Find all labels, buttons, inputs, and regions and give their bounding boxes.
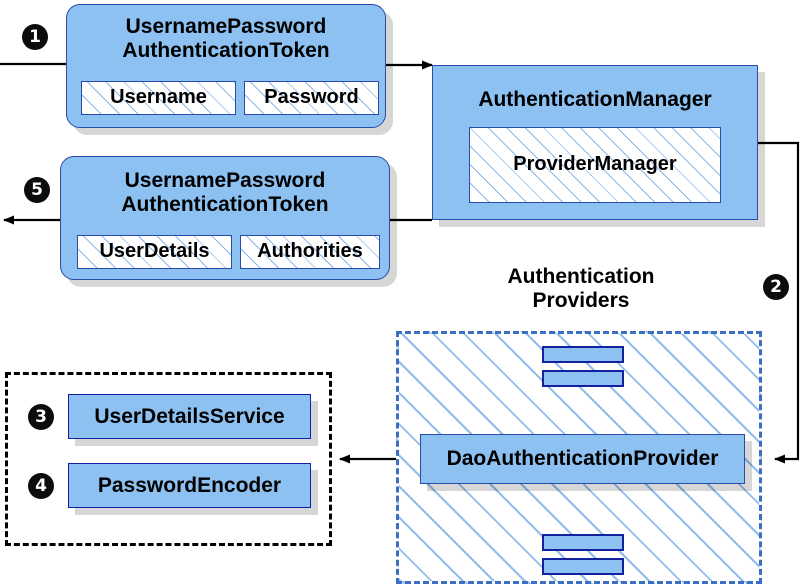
- chip-password: Password: [244, 81, 379, 115]
- collapsed-provider-top-2[interactable]: [542, 370, 624, 387]
- collapsed-provider-bottom-1[interactable]: [542, 534, 624, 551]
- request-token-title-line2: AuthenticationToken: [122, 39, 330, 62]
- collapsed-provider-top-1[interactable]: [542, 346, 624, 363]
- chip-authorities: Authorities: [240, 235, 380, 269]
- support-services-container: [5, 372, 332, 546]
- step-badge-2: 2: [763, 274, 789, 300]
- step-badge-3: 3: [28, 404, 54, 430]
- dao-authentication-provider-title: DaoAuthenticationProvider: [446, 447, 719, 470]
- collapsed-provider-bottom-2[interactable]: [542, 558, 624, 575]
- node-response-authentication-token[interactable]: UsernamePassword AuthenticationToken Use…: [60, 156, 390, 280]
- authentication-providers-caption-line1: Authentication: [507, 265, 655, 288]
- node-authentication-manager[interactable]: AuthenticationManager ProviderManager: [432, 65, 758, 220]
- authentication-providers-caption-line2: Providers: [532, 289, 630, 313]
- authentication-providers-caption: Authentication Providers: [450, 265, 712, 313]
- node-dao-authentication-provider[interactable]: DaoAuthenticationProvider: [420, 434, 745, 484]
- chip-username: Username: [81, 81, 236, 115]
- node-provider-manager[interactable]: ProviderManager: [469, 127, 721, 203]
- wire-manager-to-provider: [758, 141, 800, 464]
- authentication-manager-title: AuthenticationManager: [478, 88, 712, 111]
- chip-userdetails: UserDetails: [77, 235, 232, 269]
- response-token-title-line2: AuthenticationToken: [121, 193, 329, 216]
- node-request-authentication-token[interactable]: UsernamePassword AuthenticationToken Use…: [66, 4, 386, 128]
- node-password-encoder[interactable]: PasswordEncoder: [68, 463, 311, 508]
- step-badge-4: 4: [28, 473, 54, 499]
- step-badge-1: 1: [22, 24, 48, 50]
- request-token-title-line1: UsernamePassword: [125, 15, 327, 38]
- node-user-details-service[interactable]: UserDetailsService: [68, 394, 311, 439]
- response-token-title-line1: UsernamePassword: [124, 169, 326, 192]
- step-badge-5: 5: [24, 177, 50, 203]
